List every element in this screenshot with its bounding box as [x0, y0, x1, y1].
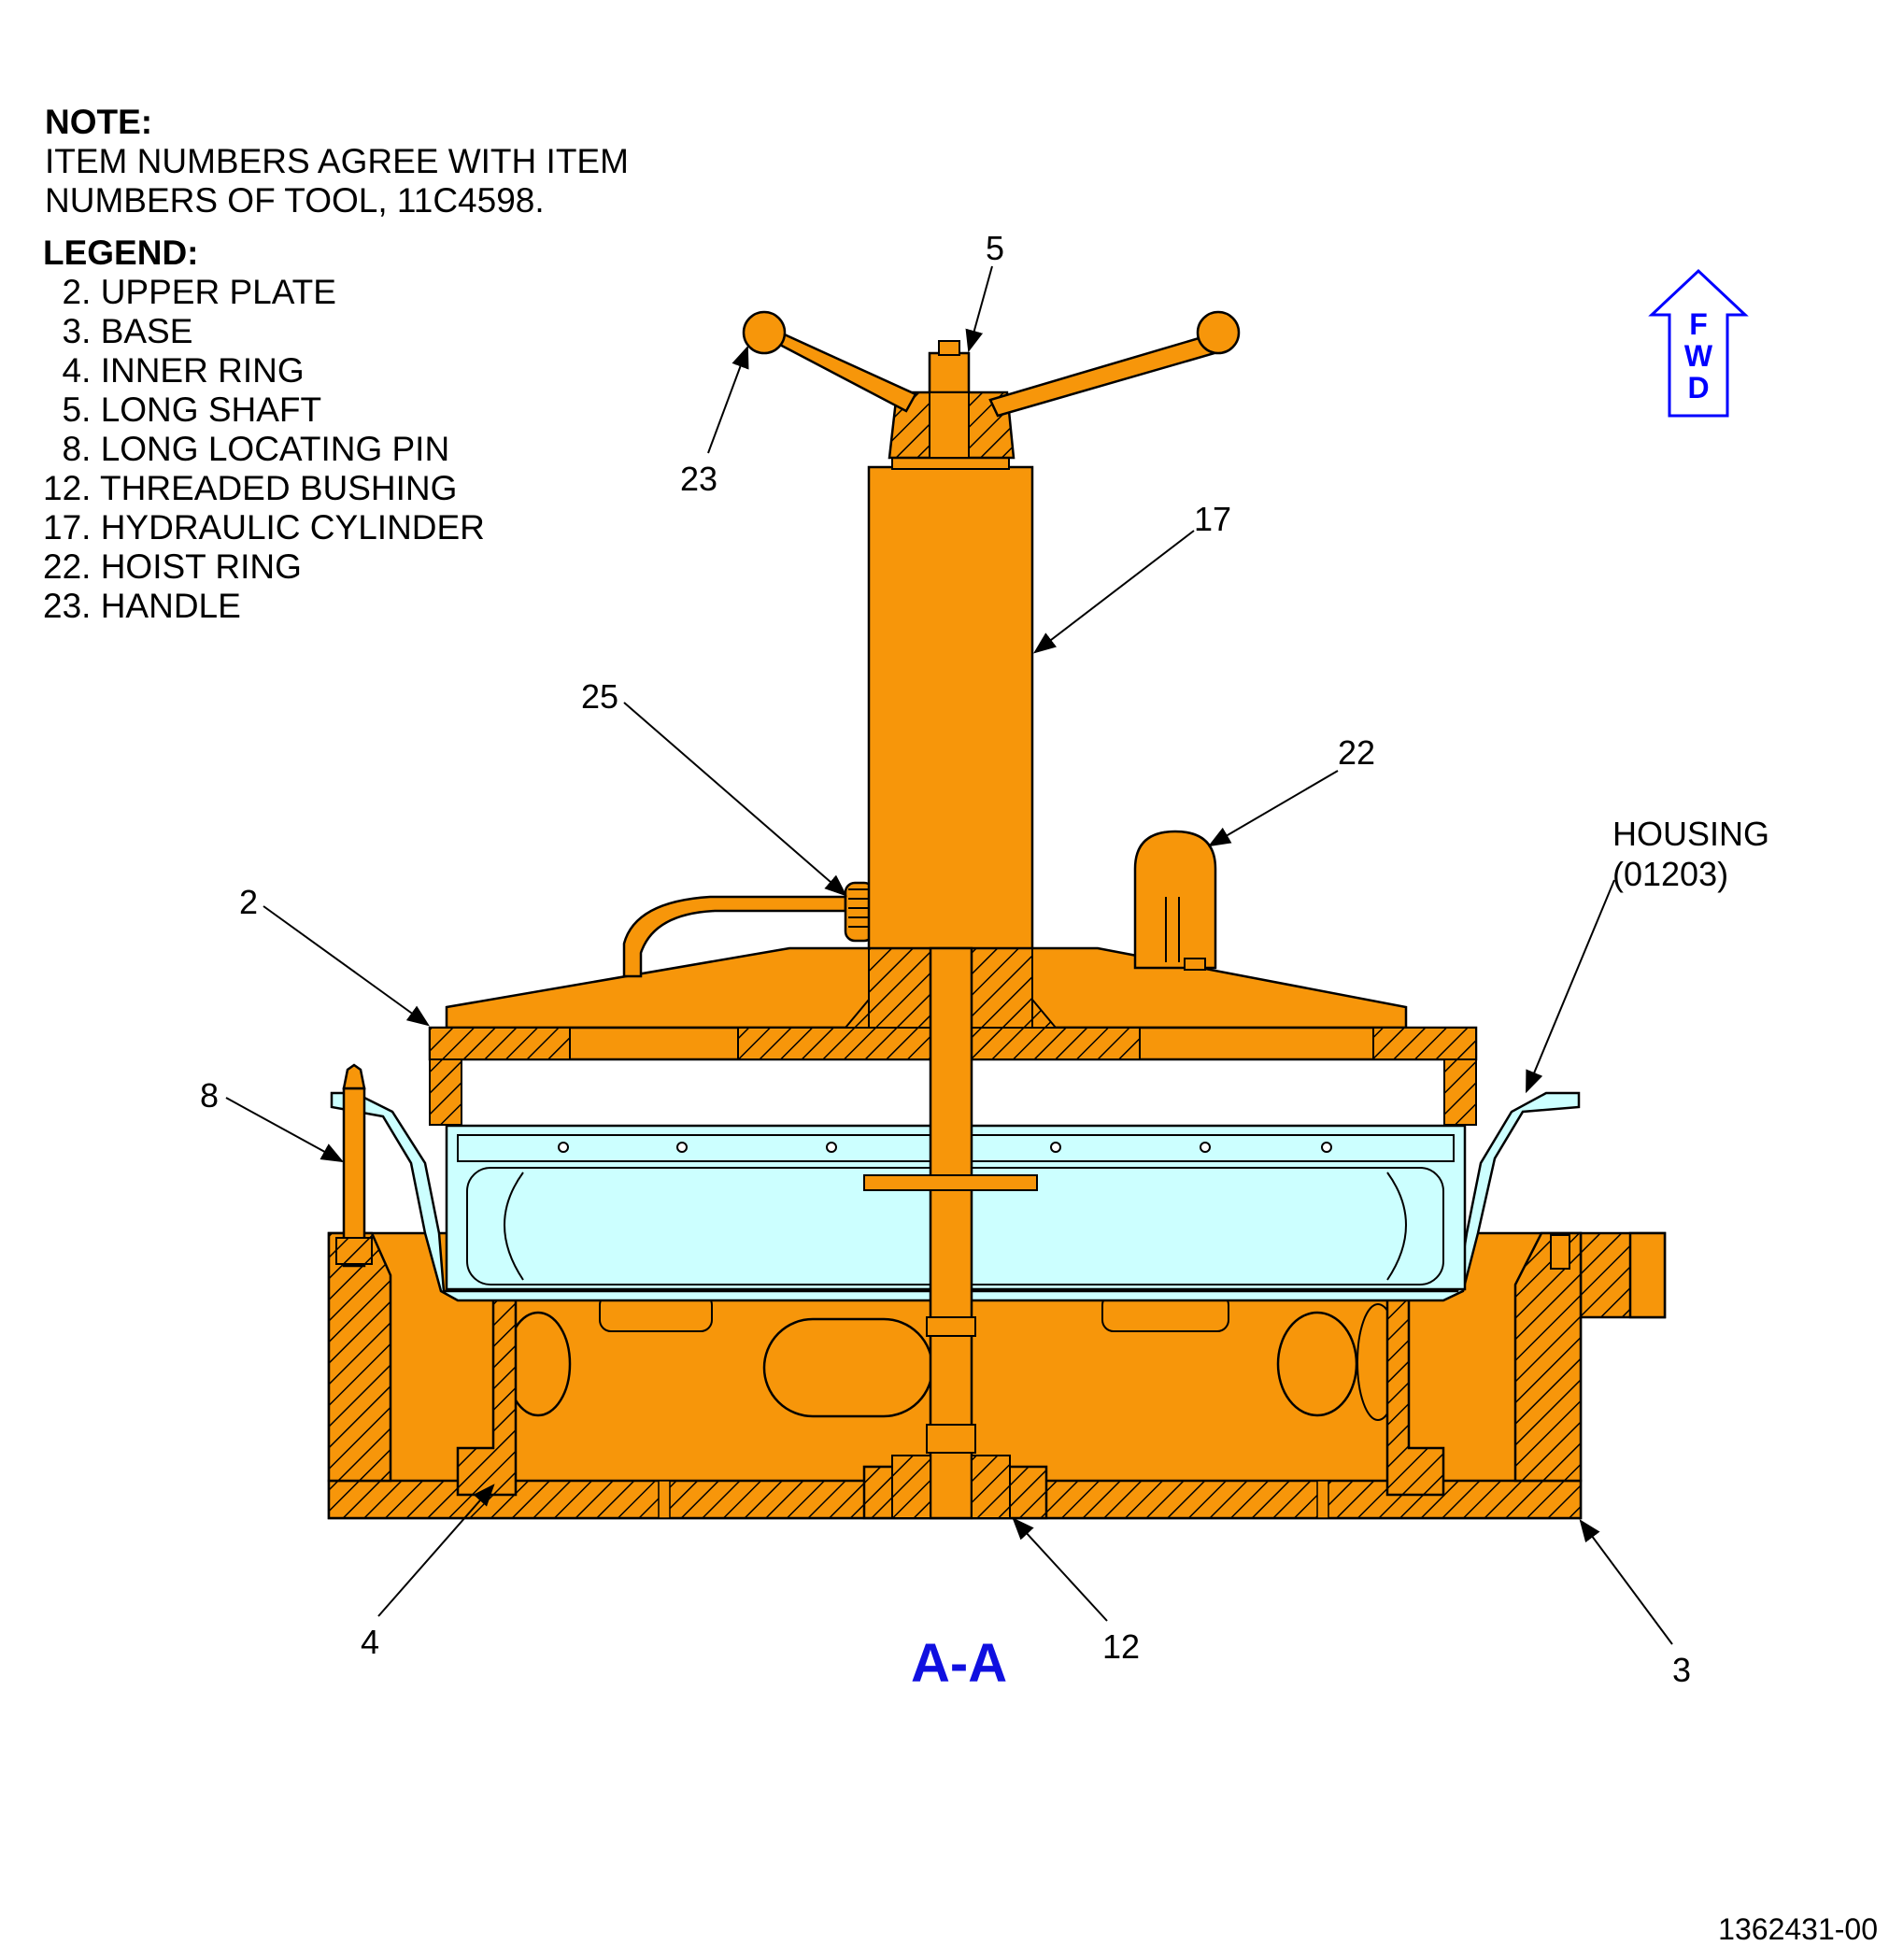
leader-22 — [1207, 770, 1339, 847]
callout-17: 17 — [1194, 500, 1231, 538]
legend-title: LEGEND: — [43, 234, 199, 272]
drawing-number: 1362431-00 — [1718, 1912, 1878, 1946]
legend-item-upper-plate: 2. UPPER PLATE — [43, 273, 336, 311]
note-line-2: NUMBERS OF TOOL, 11C4598. — [45, 181, 545, 220]
note-block: NOTE: ITEM NUMBERS AGREE WITH ITEM NUMBE… — [45, 103, 629, 220]
leader-8 — [225, 1097, 345, 1163]
leader-23 — [707, 345, 749, 454]
legend-item-base: 3. BASE — [43, 312, 193, 350]
fwd-letter-d: D — [1687, 371, 1709, 405]
leader-25 — [623, 702, 847, 897]
legend-block: LEGEND: 2. UPPER PLATE 3. BASE 4. INNER … — [43, 234, 485, 626]
callout-12: 12 — [1102, 1627, 1140, 1666]
legend-item-long-shaft: 5. LONG SHAFT — [43, 391, 322, 429]
leader-4 — [377, 1484, 495, 1617]
callout-housing-name: HOUSING — [1612, 815, 1769, 853]
callout-5: 5 — [986, 229, 1004, 267]
leader-5 — [965, 265, 993, 353]
callout-23: 23 — [680, 460, 717, 498]
callout-8: 8 — [200, 1076, 219, 1115]
hydraulic-cylinder — [867, 455, 1034, 950]
note-line-1: ITEM NUMBERS AGREE WITH ITEM — [45, 142, 629, 180]
leader-17 — [1033, 530, 1195, 654]
legend-item-handle: 23. HANDLE — [43, 587, 241, 625]
legend-item-hoist-ring: 22. HOIST RING — [43, 547, 302, 586]
legend-item-inner-ring: 4. INNER RING — [43, 351, 305, 390]
callout-25: 25 — [581, 677, 618, 716]
leader-housing — [1526, 879, 1615, 1094]
handle-assembly — [742, 310, 1241, 460]
leader-3 — [1579, 1519, 1673, 1645]
callout-2: 2 — [239, 883, 258, 921]
section-label: A-A — [911, 1633, 1007, 1694]
threaded-bushing — [891, 1455, 1011, 1519]
leader-12 — [1012, 1517, 1108, 1622]
hoist-ring — [1133, 830, 1217, 971]
leader-lines — [225, 265, 1673, 1645]
callout-4: 4 — [361, 1623, 379, 1661]
leader-2 — [263, 905, 430, 1027]
legend-item-threaded-bushing: 12. THREADED BUSHING — [43, 469, 458, 507]
legend-item-long-locating-pin: 8. LONG LOCATING PIN — [43, 430, 450, 468]
fwd-letter-f: F — [1689, 307, 1708, 341]
callout-housing-number: (01203) — [1612, 855, 1728, 893]
fwd-letter-w: W — [1684, 339, 1713, 373]
hose-fitting — [622, 881, 875, 978]
callout-22: 22 — [1338, 733, 1375, 772]
long-locating-pin — [335, 1063, 373, 1268]
fwd-arrow-icon: F W D — [1648, 268, 1749, 418]
callout-3: 3 — [1672, 1651, 1691, 1689]
legend-item-hydraulic-cylinder: 17. HYDRAULIC CYLINDER — [43, 508, 485, 547]
note-title: NOTE: — [45, 103, 153, 141]
